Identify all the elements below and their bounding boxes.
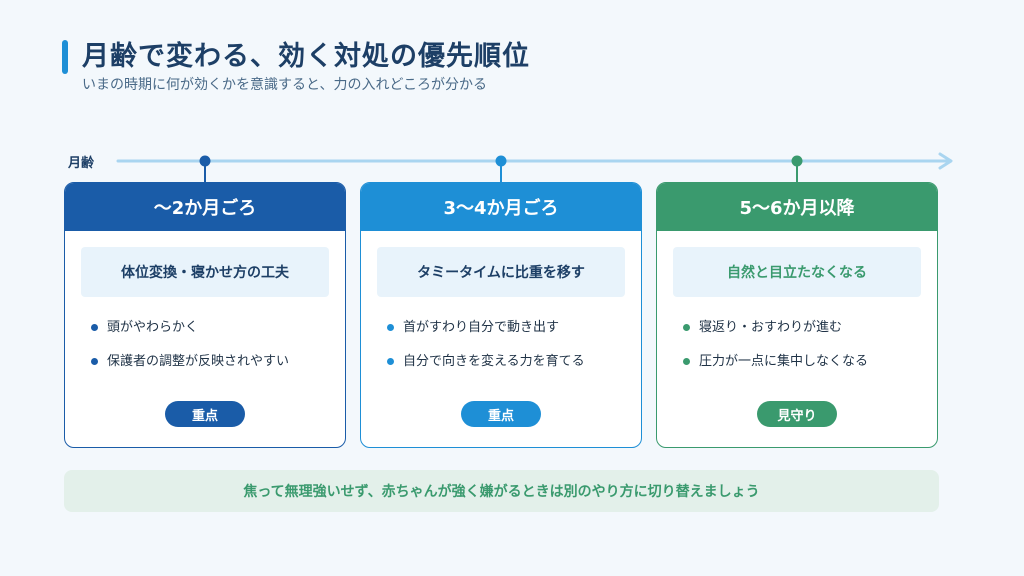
timeline-label: 月齢 bbox=[68, 156, 95, 171]
list-item: 保護者の調整が反映されやすい bbox=[91, 353, 345, 387]
point-text: 寝返り・おすわりが進む bbox=[699, 320, 843, 335]
list-item: 頭がやわらかく bbox=[91, 319, 345, 353]
stage-card-0-2-months: 〜2か月ごろ 体位変換・寝かせ方の工夫 頭がやわらかく 保護者の調整が反映されや… bbox=[64, 182, 346, 448]
status-badge: 重点 bbox=[461, 401, 541, 427]
bullet-icon bbox=[387, 324, 394, 331]
list-item: 首がすわり自分で動き出す bbox=[387, 319, 641, 353]
timeline-arrow-icon bbox=[938, 152, 953, 170]
card-heading: 〜2か月ごろ bbox=[65, 183, 345, 231]
status-badge: 見守り bbox=[757, 401, 837, 427]
timeline-marker-3 bbox=[791, 155, 803, 167]
list-item: 自分で向きを変える力を育てる bbox=[387, 353, 641, 387]
card-points: 寝返り・おすわりが進む 圧力が一点に集中しなくなる bbox=[657, 319, 937, 387]
point-text: 自分で向きを変える力を育てる bbox=[403, 354, 585, 369]
stage-card-5-6-months: 5〜6か月以降 自然と目立たなくなる 寝返り・おすわりが進む 圧力が一点に集中し… bbox=[656, 182, 938, 448]
list-item: 寝返り・おすわりが進む bbox=[683, 319, 937, 353]
bullet-icon bbox=[683, 358, 690, 365]
card-focus: タミータイムに比重を移す bbox=[377, 247, 625, 297]
card-heading: 5〜6か月以降 bbox=[657, 183, 937, 231]
title-accent-bar bbox=[62, 40, 68, 74]
point-text: 頭がやわらかく bbox=[107, 320, 199, 335]
card-points: 首がすわり自分で動き出す 自分で向きを変える力を育てる bbox=[361, 319, 641, 387]
card-points: 頭がやわらかく 保護者の調整が反映されやすい bbox=[65, 319, 345, 387]
card-heading: 3〜4か月ごろ bbox=[361, 183, 641, 231]
page-subtitle: いまの時期に何が効くかを意識すると、力の入れどころが分かる bbox=[82, 77, 488, 93]
point-text: 保護者の調整が反映されやすい bbox=[107, 354, 290, 369]
bullet-icon bbox=[91, 358, 98, 365]
footer-note: 焦って無理強いせず、赤ちゃんが強く嫌がるときは別のやり方に切り替えましょう bbox=[64, 470, 939, 512]
bullet-icon bbox=[683, 324, 690, 331]
page-title: 月齢で変わる、効く対処の優先順位 bbox=[82, 41, 530, 72]
point-text: 圧力が一点に集中しなくなる bbox=[699, 354, 869, 369]
timeline-marker-1 bbox=[199, 155, 211, 167]
timeline-axis bbox=[116, 152, 953, 183]
point-text: 首がすわり自分で動き出す bbox=[403, 320, 560, 335]
card-focus: 自然と目立たなくなる bbox=[673, 247, 921, 297]
status-badge: 重点 bbox=[165, 401, 245, 427]
timeline-marker-2 bbox=[495, 155, 507, 167]
stage-card-3-4-months: 3〜4か月ごろ タミータイムに比重を移す 首がすわり自分で動き出す 自分で向きを… bbox=[360, 182, 642, 448]
bullet-icon bbox=[387, 358, 394, 365]
bullet-icon bbox=[91, 324, 98, 331]
card-focus: 体位変換・寝かせ方の工夫 bbox=[81, 247, 329, 297]
list-item: 圧力が一点に集中しなくなる bbox=[683, 353, 937, 387]
